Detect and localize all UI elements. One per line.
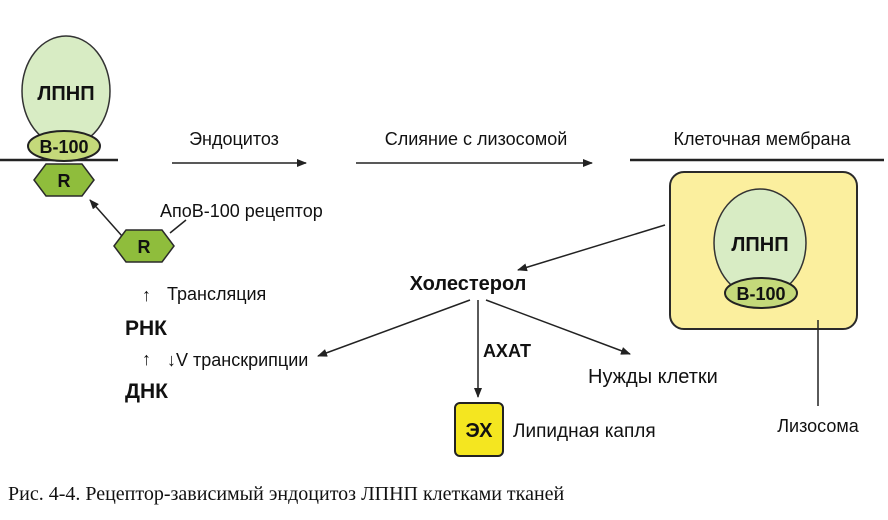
lysosome-ldl-label: ЛПНП [731, 234, 788, 256]
lysosome-label: Лизосома [777, 416, 860, 436]
receptor-membrane: R [33, 163, 95, 197]
lysosome: ЛПНП В-100 [669, 171, 858, 406]
ldl-label: ЛПНП [37, 83, 94, 105]
ex-box: ЭХ [454, 402, 504, 457]
needs-label: Нужды клетки [588, 366, 718, 388]
lysosome-to-cholesterol-arrow [517, 224, 666, 272]
receptor-new: R [113, 219, 187, 263]
endocytosis-label: Эндоцитоз [189, 129, 279, 149]
receptor-new-letter: R [138, 237, 151, 257]
receptor-letter: R [58, 171, 71, 191]
ex-label: ЭХ [465, 420, 493, 442]
b100-label: В-100 [39, 137, 88, 157]
figure-caption: Рис. 4-4. Рецептор-зависимый эндоцитоз Л… [8, 483, 565, 505]
b100-oval-icon [27, 130, 101, 162]
lipid-drop-label: Липидная капля [513, 421, 656, 442]
lysosome-b100-oval-icon [724, 277, 798, 309]
receptor-pointer-line [169, 219, 187, 234]
up-arrow-transcription-icon: ↑ [142, 349, 151, 369]
cholesterol-to-transcription-arrow [317, 299, 471, 357]
rna-label: РНК [125, 317, 167, 340]
cholesterol-to-needs-arrow [485, 299, 631, 355]
transcription-label: ↓V транскрипции [167, 350, 308, 370]
receptor-recycle-arrow [89, 199, 123, 237]
translation-label: Трансляция [167, 284, 266, 304]
cholesterol-label: Холестерол [410, 273, 527, 295]
fusion-label: Слияние с лизосомой [385, 129, 568, 149]
ldl-particle-membrane: ЛПНП В-100 [21, 35, 111, 162]
akhat-label: АХАТ [483, 341, 531, 361]
membrane-label: Клеточная мембрана [674, 129, 852, 149]
receptor-label: АпоВ-100 рецептор [160, 201, 323, 221]
lysosome-b100-label: В-100 [736, 284, 785, 304]
ex-box-rect [454, 402, 504, 457]
up-arrow-translation-icon: ↑ [142, 285, 151, 305]
receptor-hexagon-icon [33, 163, 95, 197]
dna-label: ДНК [125, 380, 168, 403]
receptor-new-hexagon-icon [113, 229, 175, 263]
